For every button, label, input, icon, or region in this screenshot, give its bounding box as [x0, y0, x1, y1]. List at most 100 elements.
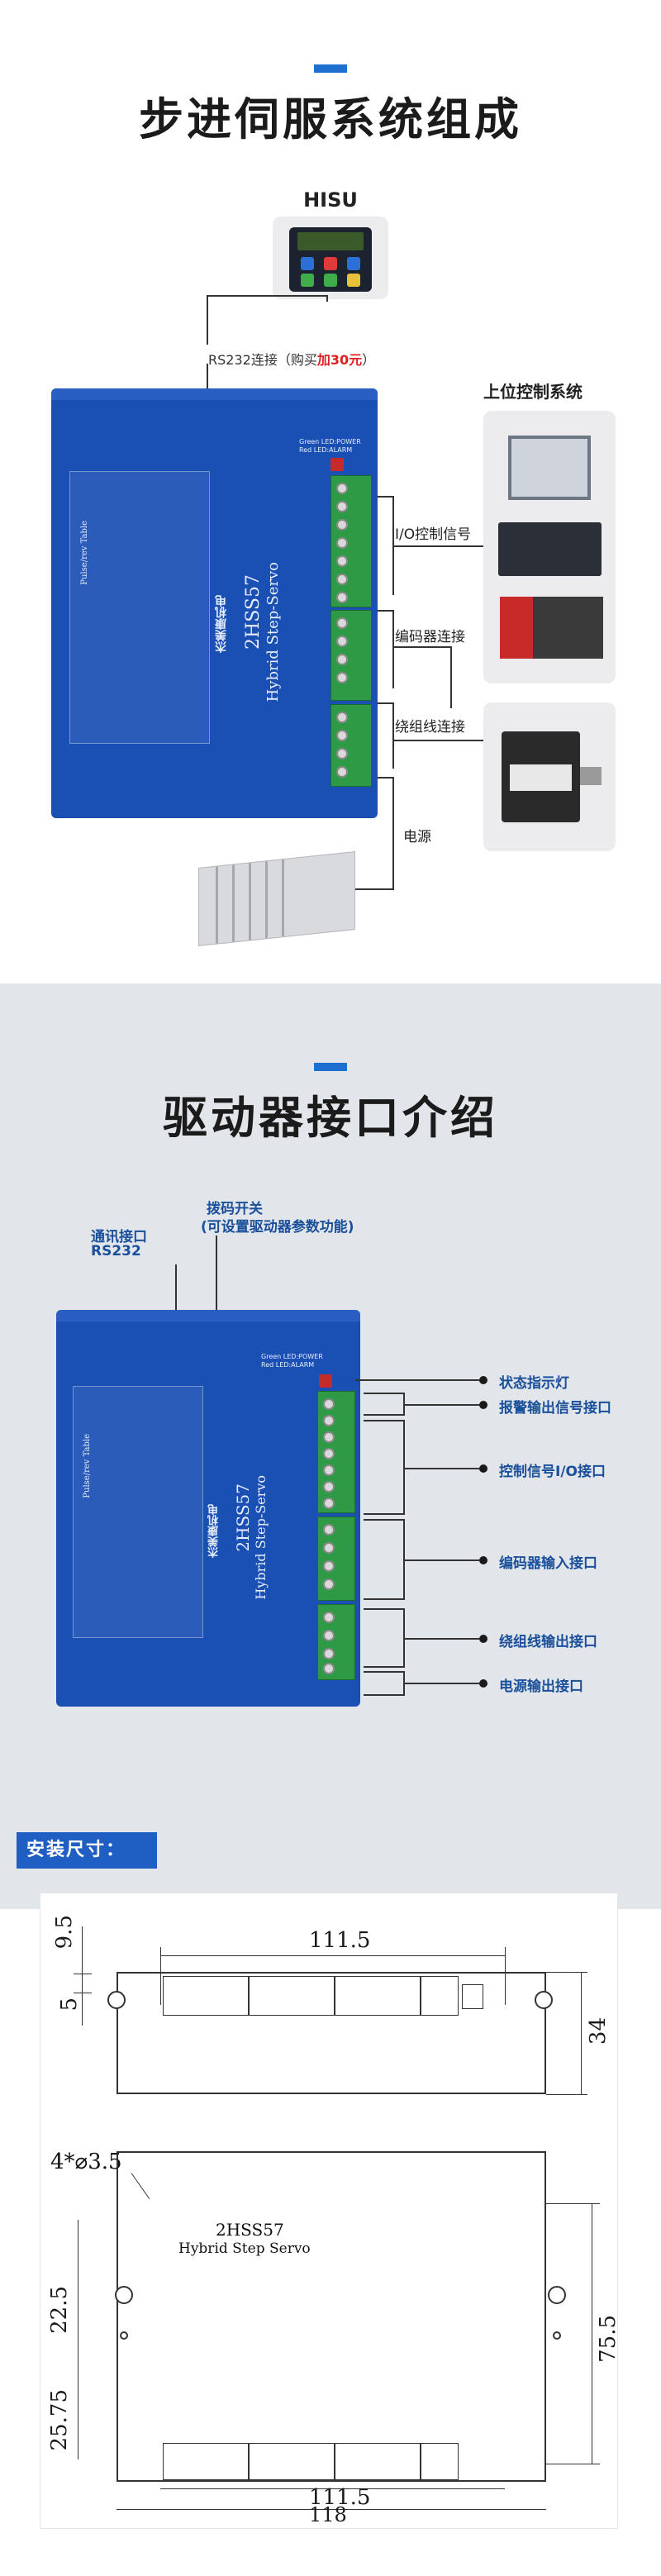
- label-pointer-dot: [479, 1401, 487, 1409]
- hisu-key-icon: [324, 257, 337, 270]
- label-pointer-dot: [479, 1556, 487, 1564]
- rs232-connection-label: RS232连接（购买加30元）: [208, 352, 376, 368]
- top-height-dim: 34: [586, 2017, 611, 2045]
- encoder-terminal-block: [317, 1517, 355, 1601]
- hisu-key-icon: [324, 274, 337, 287]
- dip-pointer-line: [216, 1236, 217, 1314]
- alarm-output-label: 报警输出信号接口: [499, 1400, 611, 1417]
- upper-control-system-label: 上位控制系统: [483, 382, 583, 402]
- label-pointer-line: [405, 1683, 479, 1684]
- winding-connector-line: [392, 702, 394, 769]
- outer-width-dim-line: [117, 2509, 546, 2510]
- section-title: 驱动器接口介绍: [163, 1092, 498, 1144]
- encoder-connector-line: [378, 610, 392, 612]
- rs232-price: 加30元: [316, 352, 363, 368]
- connector-block: [421, 1976, 459, 2016]
- connector-block: [462, 1984, 483, 2009]
- dip-switch-label: 拨码开关: [207, 1201, 263, 1217]
- power-supply-image: [198, 851, 355, 946]
- encoder-connector-line: [450, 646, 452, 708]
- front-h-b-dim: 25.75: [47, 2389, 72, 2451]
- label-bracket: [364, 1671, 405, 1696]
- led-green-label: Green LED:POWER: [299, 438, 361, 445]
- system-composition-section: 步进伺服系统组成 HISU RS232连接（购买加30元） Pulse/rev …: [0, 0, 661, 983]
- status-led-icon: [319, 1374, 332, 1388]
- holes-dim: 4*⌀3.5: [50, 2150, 122, 2174]
- io-terminal-block: [330, 475, 372, 607]
- comm-port-label: 通讯接口: [91, 1229, 147, 1245]
- winding-output-label: 绕组线输出接口: [499, 1634, 597, 1650]
- mount-hole-icon: [107, 1991, 126, 2009]
- winding-connector-line: [378, 702, 392, 704]
- driver-brand: 杰美康机电: [215, 595, 228, 653]
- mount-hole-icon: [548, 2286, 566, 2304]
- driver-unit-image: Pulse/rev Table 杰美康机电 2HSS57 Hybrid Step…: [56, 1310, 360, 1707]
- dimension-drawing: 111.5 9.5 5 34 4*⌀3.5 2HSS57 Hybrid Step…: [40, 1893, 621, 2529]
- pulse-rev-table: [73, 1386, 203, 1638]
- top-h2-dim: 5: [57, 1997, 82, 2012]
- power-label: 电源: [403, 829, 431, 845]
- label-pointer-dot: [479, 1464, 487, 1473]
- io-signal-label: I/O控制信号: [395, 526, 472, 543]
- connector-block: [249, 1976, 335, 2016]
- encoder-connector-line: [392, 610, 394, 688]
- led-green-label: Green LED:POWER: [261, 1353, 323, 1360]
- connector-block: [335, 2443, 421, 2480]
- width-dim-line: [160, 1955, 505, 1956]
- status-led-icon: [330, 458, 344, 471]
- plc-image: [500, 597, 603, 659]
- connector-block: [163, 2443, 249, 2480]
- servo-motor-panel: [483, 702, 616, 851]
- driver-brand: 杰美康机电: [208, 1504, 221, 1558]
- connector-block: [249, 2443, 335, 2480]
- led-red-label: Red LED:ALARM: [299, 446, 353, 454]
- install-dimensions-tag: 安装尺寸：: [17, 1832, 157, 1869]
- io-terminal-block: [317, 1391, 355, 1513]
- power-output-label: 电源输出接口: [499, 1678, 583, 1695]
- front-right-h-dim: 75.5: [596, 2315, 621, 2363]
- mount-hole-icon: [120, 2331, 128, 2340]
- power-connector-line: [355, 888, 394, 890]
- label-bracket: [364, 1608, 405, 1668]
- label-bracket: [364, 1519, 405, 1600]
- driver-unit-image: Pulse/rev Table 杰美康机电 2HSS57 Hybrid Step…: [51, 388, 378, 818]
- height-dim-line: [581, 1972, 582, 2094]
- dip-switch-desc: (可设置驱动器参数功能): [201, 1219, 354, 1236]
- driver-top-edge: [51, 388, 378, 400]
- comm-port-rs232: RS232: [91, 1243, 141, 1259]
- winding-connector-line: [392, 740, 483, 741]
- hisu-key-icon: [301, 274, 314, 287]
- mount-hole-icon: [553, 2331, 561, 2340]
- title-accent-bar: [314, 64, 347, 73]
- rs232-pointer-line: [175, 1264, 177, 1314]
- inner-width-dim-line: [160, 2488, 505, 2489]
- power-connector-line: [378, 777, 392, 779]
- label-pointer-line: [405, 1638, 479, 1640]
- io-connector-line: [378, 496, 392, 498]
- front-model: 2HSS57: [216, 2220, 284, 2240]
- hisu-label: HISU: [303, 188, 358, 212]
- driver-model: 2HSS57: [243, 574, 264, 650]
- motor-terminal-block: [317, 1604, 355, 1680]
- winding-connection-label: 绕组线连接: [395, 719, 465, 736]
- title-accent-bar: [314, 1063, 347, 1071]
- label-pointer-line: [405, 1404, 479, 1406]
- front-subtitle: Hybrid Step Servo: [178, 2240, 311, 2257]
- rs232-line: [326, 295, 328, 302]
- front-outer-width-dim: 118: [309, 2503, 347, 2526]
- io-connector-line: [392, 545, 483, 547]
- connector-block: [421, 2443, 459, 2480]
- pulse-rev-table: [69, 471, 210, 744]
- label-pointer-dot: [479, 1376, 487, 1384]
- motor-shaft: [580, 767, 602, 785]
- rs232-line: [207, 295, 208, 345]
- hisu-screen: [297, 232, 364, 250]
- top-h1-dim: 9.5: [52, 1915, 77, 1950]
- interface-intro-section: 驱动器接口介绍 通讯接口 RS232 拨码开关 (可设置驱动器参数功能) Pul…: [0, 983, 661, 1909]
- encoder-input-label: 编码器输入接口: [499, 1555, 597, 1572]
- mount-hole-icon: [115, 2286, 133, 2304]
- upper-control-panel: [483, 411, 616, 683]
- label-bracket: [364, 1420, 405, 1515]
- top-width-dim: 111.5: [309, 1928, 371, 1953]
- hmi-screen-image: [508, 436, 591, 500]
